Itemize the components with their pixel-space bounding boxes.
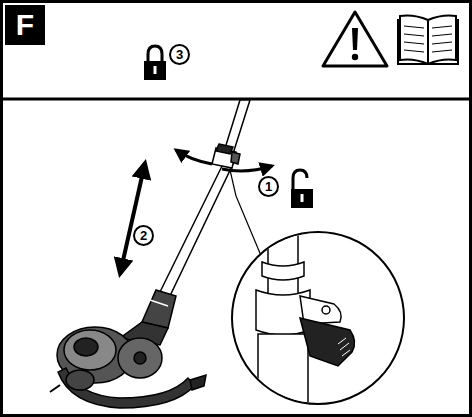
detail-leader (230, 170, 236, 196)
detail-leader (236, 196, 262, 258)
figure-letter: F (16, 10, 34, 40)
lock-arrow (176, 150, 212, 164)
callout-text: 2 (140, 229, 147, 242)
warning-icon (323, 12, 387, 66)
manual-icon (398, 16, 458, 65)
callout-number: 1 (258, 176, 279, 197)
trimmer-shaft (158, 100, 250, 300)
callout-text: 3 (176, 48, 183, 61)
callout-number: 2 (133, 225, 154, 246)
trimmer-head (50, 290, 206, 408)
figure-letter-box: F (5, 5, 45, 45)
collar-detail (232, 232, 404, 410)
extend-arrow (120, 163, 145, 274)
header-rule (1, 98, 471, 101)
callout-number: 3 (169, 44, 190, 65)
unlocked-icon (291, 170, 313, 208)
locked-icon (144, 46, 166, 80)
callout-text: 1 (265, 180, 272, 193)
